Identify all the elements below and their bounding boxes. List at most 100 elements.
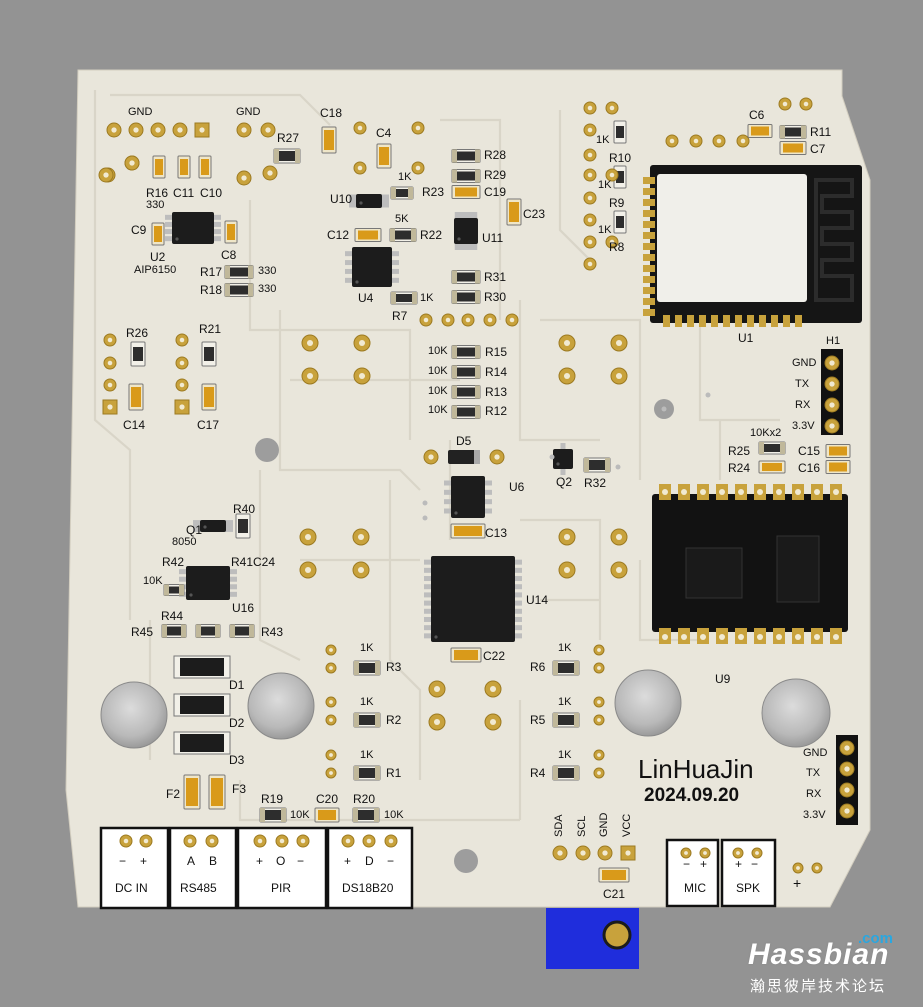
capacitor-body bbox=[186, 778, 198, 806]
pad-hole bbox=[199, 127, 205, 133]
pad-hole bbox=[509, 317, 515, 323]
capacitor-body bbox=[454, 526, 482, 536]
chip-pin bbox=[514, 600, 522, 606]
chip-body bbox=[356, 194, 382, 208]
chip-pin bbox=[179, 576, 187, 582]
resistor-end bbox=[452, 365, 457, 379]
chip-body bbox=[553, 449, 573, 469]
ref-label-r9: R9 bbox=[609, 196, 625, 210]
q1-part-label: 8050 bbox=[172, 536, 197, 548]
h1-label: H1 bbox=[826, 335, 841, 347]
chip-pin bbox=[179, 569, 187, 575]
ref-label-r44: R44 bbox=[161, 609, 184, 623]
resistor-end bbox=[353, 808, 358, 822]
capacitor-body bbox=[602, 870, 626, 880]
chip-pin bbox=[349, 198, 357, 204]
resistor-body bbox=[395, 230, 411, 240]
pad-hole bbox=[445, 317, 451, 323]
ref-label-r2: R2 bbox=[386, 713, 402, 727]
resistor-body bbox=[616, 126, 624, 138]
pad-hole bbox=[177, 127, 183, 133]
pad-hole bbox=[740, 138, 746, 144]
chip-pin bbox=[349, 202, 357, 208]
dc-in-pin-1: − bbox=[119, 854, 127, 868]
resistor-end bbox=[780, 442, 785, 454]
ref-label-r20: R20 bbox=[353, 792, 376, 806]
chip-pin bbox=[391, 277, 399, 283]
header-h2 bbox=[836, 735, 858, 825]
i2c-pin-vcc: VCC bbox=[621, 813, 633, 837]
u9-pin-hole bbox=[795, 489, 801, 495]
pad-hole bbox=[133, 127, 139, 133]
chip-u6 bbox=[444, 476, 492, 518]
value-label-14: 1K bbox=[558, 696, 572, 708]
ref-label-u6: U6 bbox=[509, 480, 525, 494]
pir-pin-1: + bbox=[256, 854, 264, 868]
resistor-end bbox=[553, 766, 558, 780]
resistor-body bbox=[359, 715, 375, 725]
resistor-end bbox=[452, 149, 457, 163]
chip-body bbox=[172, 212, 214, 244]
pad-hole bbox=[597, 753, 601, 757]
value-label-0: 1K bbox=[398, 171, 412, 183]
chip-pin bbox=[225, 523, 233, 529]
chip-pin bbox=[454, 212, 460, 219]
i2c-pin-sda: SDA bbox=[553, 814, 565, 837]
pad-hole bbox=[563, 566, 571, 574]
value-label-8: 10K bbox=[428, 385, 448, 397]
module-pin bbox=[643, 221, 655, 228]
ref-label-c24: C24 bbox=[253, 555, 276, 569]
capacitor-body bbox=[751, 126, 769, 136]
resistor-body bbox=[204, 347, 214, 361]
u9-pin-hole bbox=[814, 634, 820, 640]
ref-label-r13: R13 bbox=[485, 385, 508, 399]
chip-pin bbox=[514, 616, 522, 622]
module-pin bbox=[747, 315, 754, 327]
resistor-end bbox=[553, 661, 558, 675]
capacitor-body bbox=[829, 446, 847, 456]
module-pin bbox=[643, 210, 655, 217]
resistor-end bbox=[605, 458, 610, 472]
module-pin bbox=[643, 188, 655, 195]
chip-pin bbox=[213, 229, 221, 235]
ref-label-u14: U14 bbox=[526, 593, 549, 607]
rs485-pin-1: A bbox=[187, 854, 196, 868]
h1-pin-gnd: GND bbox=[792, 357, 817, 369]
pad-hole bbox=[829, 381, 835, 387]
chip-pin bbox=[484, 508, 492, 514]
resistor-body bbox=[396, 189, 408, 197]
ref-label-u2: U2 bbox=[150, 250, 166, 264]
ref-label-q2: Q2 bbox=[556, 475, 573, 489]
ref-label-r12: R12 bbox=[485, 404, 508, 418]
value-label-5: 1K bbox=[598, 224, 612, 236]
module-pin bbox=[643, 276, 655, 283]
pad-hole bbox=[615, 533, 623, 541]
pad-hole bbox=[563, 372, 571, 380]
resistor-body bbox=[616, 216, 624, 228]
rs485-pin-2: B bbox=[209, 854, 218, 868]
pir-label: PIR bbox=[271, 881, 292, 895]
chip-pin bbox=[165, 236, 173, 242]
value-label-6: 10K bbox=[428, 345, 448, 357]
pad-hole bbox=[428, 454, 434, 460]
module-pin bbox=[643, 309, 655, 316]
ref-label-r28: R28 bbox=[484, 148, 507, 162]
resistor-end bbox=[574, 713, 579, 727]
u9-pin-hole bbox=[738, 634, 744, 640]
chip-dot bbox=[175, 237, 179, 241]
via bbox=[615, 464, 621, 470]
signature-date: 2024.09.20 bbox=[644, 785, 740, 806]
chip-u14 bbox=[424, 556, 522, 642]
ref-label-r1: R1 bbox=[386, 766, 402, 780]
pad-hole bbox=[587, 127, 593, 133]
u9-pin-hole bbox=[814, 489, 820, 495]
resistor-end bbox=[475, 290, 480, 304]
h1-pin-tx: TX bbox=[795, 378, 810, 390]
u9-pin-hole bbox=[700, 489, 706, 495]
via bbox=[549, 454, 555, 460]
chip-pin bbox=[467, 243, 473, 250]
chip-pin bbox=[424, 608, 432, 614]
capacitor-body bbox=[155, 159, 163, 175]
pad-hole bbox=[755, 851, 759, 855]
chip-body bbox=[431, 556, 515, 642]
